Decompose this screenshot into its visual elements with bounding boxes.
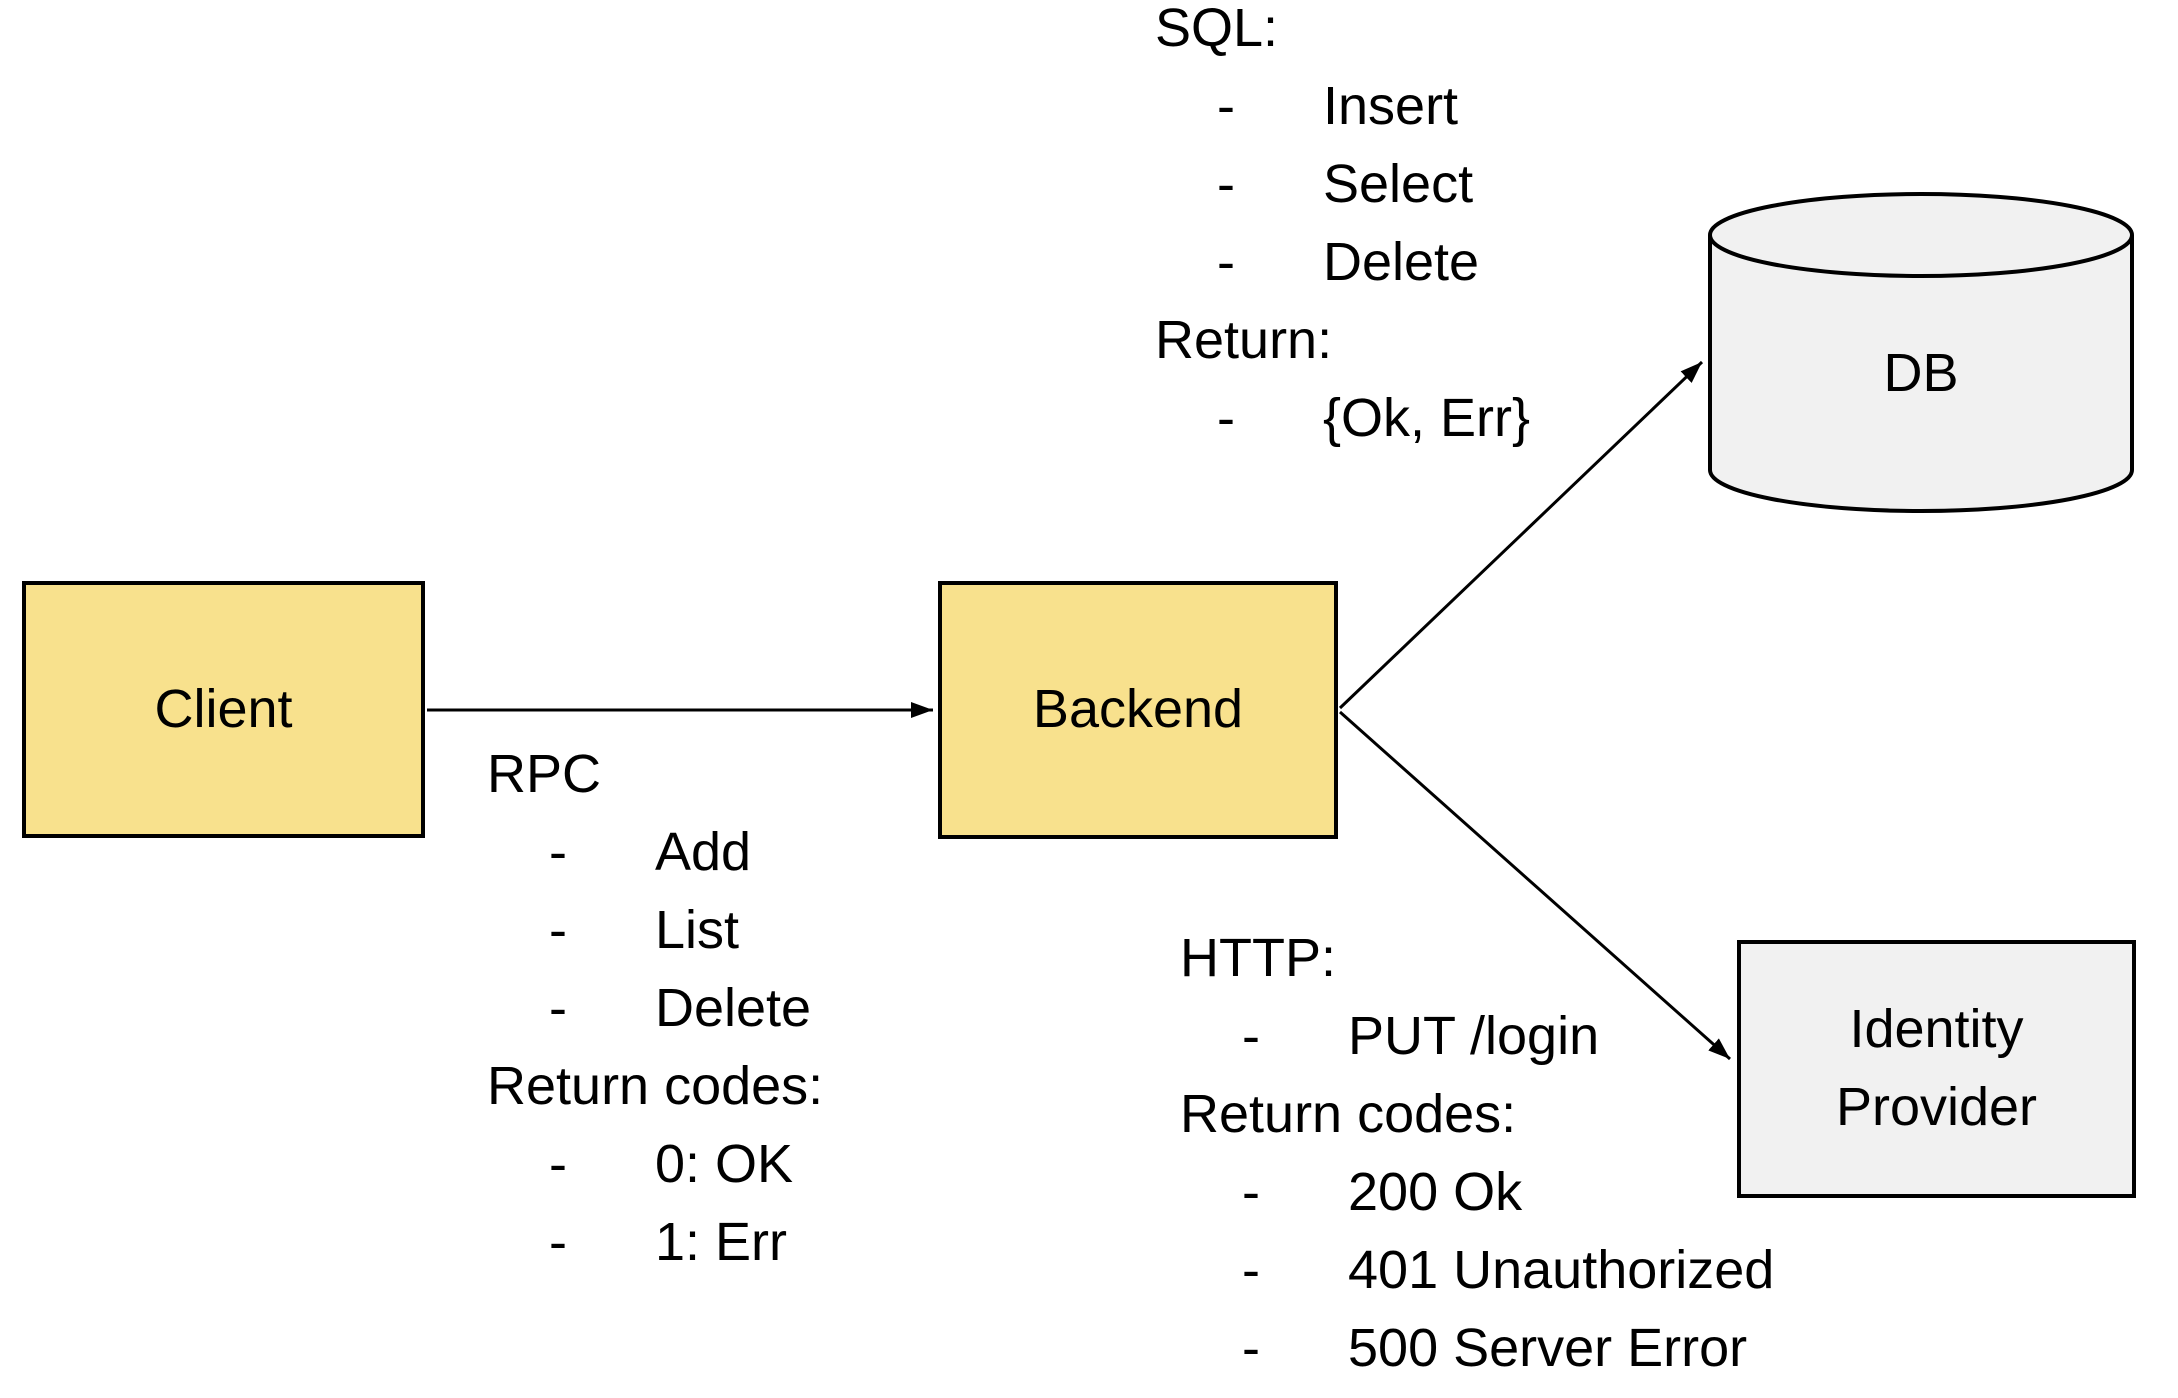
node-identity-provider: Identity Provider [1737, 940, 2136, 1198]
annotation-sql-heading-text: SQL: [1155, 0, 1279, 58]
bullet-dash: - [1217, 154, 1235, 214]
node-client-label: Client [154, 678, 293, 739]
node-db-label: DB [1883, 343, 1959, 403]
annotation-sql-return-item-text: {Ok, Err} [1323, 388, 1531, 448]
annotation-rpc-item: - Delete [487, 969, 823, 1047]
annotation-http: HTTP: -PUT /login Return codes: -200 Ok … [1180, 919, 1774, 1387]
annotation-sql-item-text: Select [1323, 154, 1474, 214]
annotation-rpc-item-text: List [655, 900, 740, 960]
annotation-rpc-item: - Add [487, 813, 823, 891]
annotation-rpc-return-item: - 1: Err [487, 1203, 823, 1281]
annotation-rpc-item-text: Delete [655, 978, 812, 1038]
node-backend-label: Backend [1032, 679, 1244, 740]
annotation-http-return-item: - 200 Ok [1180, 1153, 1774, 1231]
annotation-sql-item-text: Delete [1323, 232, 1480, 292]
arrow-backend-to-identity-provider [1339, 710, 1731, 1061]
annotation-http-return-item-text: 500 Server Error [1348, 1318, 1748, 1378]
bullet-dash: - [549, 978, 567, 1038]
annotation-http-item: - PUT /login [1180, 997, 1774, 1075]
annotation-sql-return-item: - {Ok, Err} [1155, 379, 1530, 457]
annotation-sql-item: - Insert [1155, 67, 1530, 145]
annotation-sql-return-heading-text: Return: [1155, 310, 1333, 370]
node-backend: Backend [938, 581, 1338, 839]
bullet-dash: - [549, 822, 567, 882]
annotation-http-heading: HTTP: [1180, 919, 1774, 997]
annotation-sql: SQL: - Insert - Select - Delete Return: - {O… [1155, 0, 1530, 457]
annotation-rpc-item-text: Add [655, 822, 752, 882]
bullet-dash: - [549, 1212, 567, 1272]
annotation-http-return-heading: Return codes: [1180, 1075, 1774, 1153]
annotation-rpc-return-heading-text: Return codes: [487, 1056, 824, 1116]
db-cylinder [1708, 192, 2134, 513]
annotation-rpc-heading-text: RPC [487, 744, 602, 804]
annotation-http-return-heading-text: Return codes: [1180, 1084, 1517, 1144]
annotation-rpc-return-item-text: 0: OK [655, 1134, 794, 1194]
bullet-dash: - [1242, 1240, 1260, 1300]
annotation-http-return-item-text: 200 Ok [1348, 1162, 1523, 1222]
bullet-dash: - [1217, 232, 1235, 292]
bullet-dash: - [549, 1134, 567, 1194]
annotation-http-return-item: - 401 Unauthorized [1180, 1231, 1774, 1309]
annotation-rpc-return-item-text: 1: Err [655, 1212, 788, 1272]
annotation-http-return-item: - 500 Server Error [1180, 1309, 1774, 1387]
arrow-backend-to-db [1338, 360, 1704, 710]
annotation-sql-item: - Delete [1155, 223, 1530, 301]
annotation-rpc-return-item: - 0: OK [487, 1125, 823, 1203]
bullet-dash: - [1217, 388, 1235, 448]
bullet-dash: - [1242, 1318, 1260, 1378]
annotation-sql-return-heading: Return: [1155, 301, 1530, 379]
annotation-rpc: RPC - Add - List - Delete Return codes: - 0:… [487, 735, 823, 1281]
annotation-http-item-text: PUT /login [1348, 1006, 1600, 1066]
bullet-dash: - [549, 900, 567, 960]
bullet-dash: - [1242, 1162, 1260, 1222]
node-identity-provider-label: Identity Provider [1835, 999, 2038, 1137]
annotation-http-heading-text: HTTP: [1180, 928, 1336, 988]
db-cylinder-top [1708, 192, 2134, 278]
annotation-sql-heading: SQL: [1155, 0, 1530, 67]
annotation-rpc-heading: RPC [487, 735, 823, 813]
annotation-rpc-return-heading: Return codes: [487, 1047, 823, 1125]
bullet-dash: - [1242, 1006, 1260, 1066]
bullet-dash: - [1217, 76, 1235, 136]
annotation-sql-item-text: Insert [1323, 76, 1459, 136]
annotation-sql-item: - Select [1155, 145, 1530, 223]
annotation-rpc-item: - List [487, 891, 823, 969]
annotation-http-return-item-text: 401 Unauthorized [1348, 1240, 1775, 1300]
node-client: Client [22, 581, 425, 838]
db-cylinder-body [1708, 235, 2134, 513]
